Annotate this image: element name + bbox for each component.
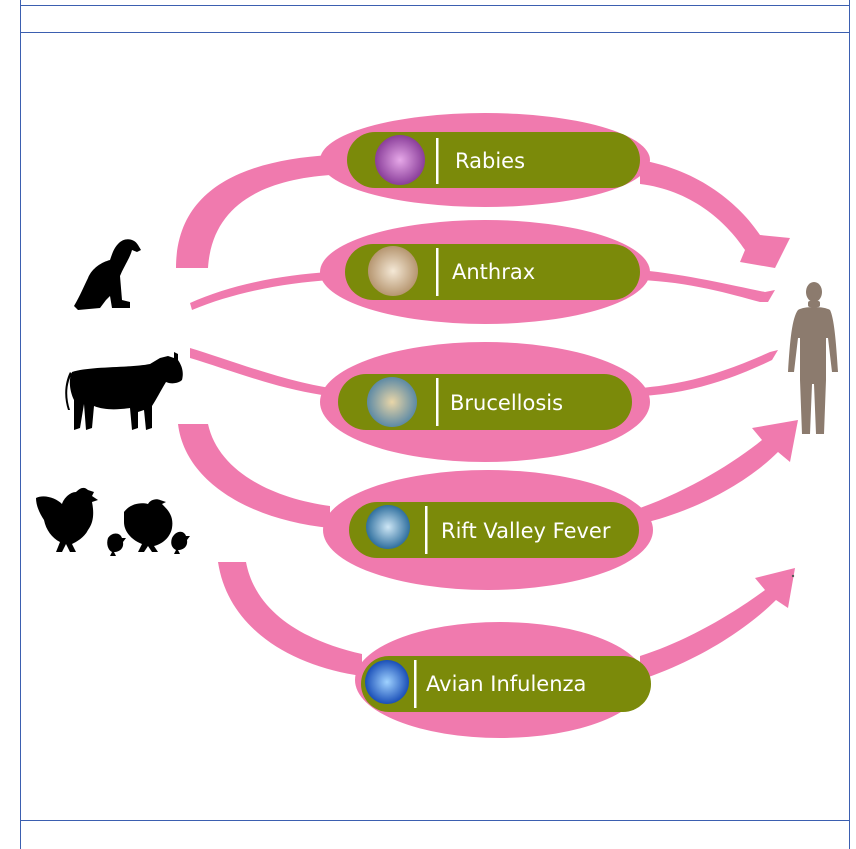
bacteria-micrograph-icon (367, 377, 417, 427)
virus-micrograph-icon (366, 505, 410, 549)
chicken-silhouette (36, 487, 190, 556)
virus-micrograph-icon (375, 135, 425, 185)
virus-micrograph-icon (365, 660, 409, 704)
arrow-brucellosis (190, 348, 330, 396)
frame-border-header (20, 32, 850, 33)
disease-node-anthrax: Anthrax (320, 220, 650, 324)
frame-border-top (20, 5, 850, 6)
disease-node-rift-valley-fever: Rift Valley Fever (323, 470, 653, 590)
disease-node-brucellosis: Brucellosis (320, 342, 650, 462)
frame-border-left (20, 0, 21, 849)
arrow-avian-influenza (218, 562, 362, 676)
disease-node-rabies: Rabies (320, 113, 650, 207)
arrow-anthrax (190, 272, 330, 310)
disease-label-avian-influenza: Avian Infulenza (426, 672, 586, 696)
bacteria-micrograph-icon (368, 246, 418, 296)
disease-label-rabies: Rabies (455, 149, 525, 173)
disease-label-rift-valley-fever: Rift Valley Fever (441, 519, 611, 543)
disease-label-anthrax: Anthrax (452, 260, 535, 284)
cow-silhouette (65, 352, 183, 430)
frame-border-right (849, 0, 850, 849)
frame-border-bottom (20, 820, 850, 821)
arrow-rabies (176, 155, 330, 268)
disease-node-avian-influenza: Avian Infulenza (355, 622, 651, 738)
disease-label-brucellosis: Brucellosis (450, 391, 563, 415)
dog-silhouette (74, 239, 141, 310)
transmission-arrows (176, 155, 798, 680)
arrow-rift-valley-fever (178, 424, 330, 528)
human-silhouette (788, 282, 838, 434)
stray-dot (791, 574, 795, 578)
